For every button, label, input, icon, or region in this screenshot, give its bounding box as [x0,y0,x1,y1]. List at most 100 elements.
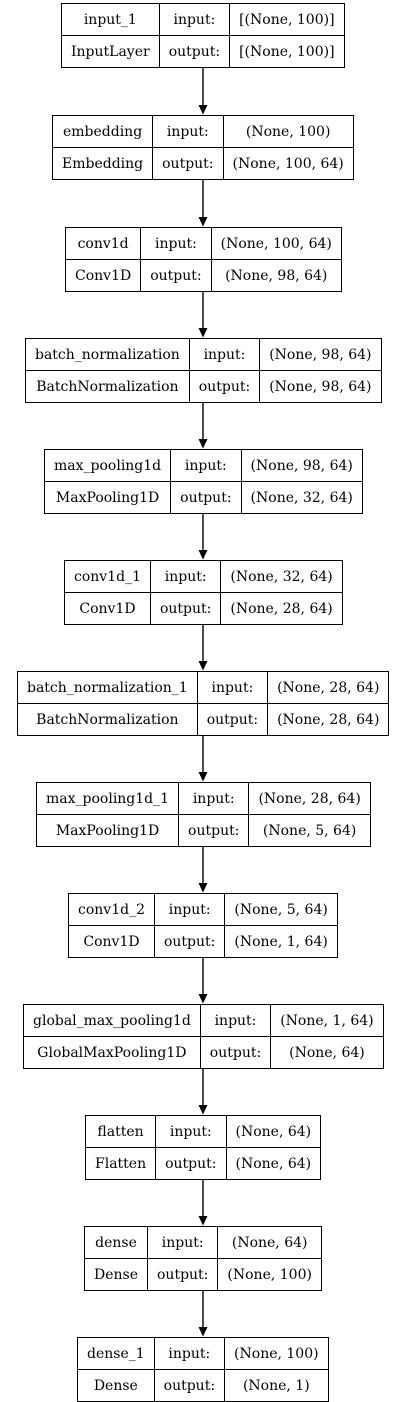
layer-type: MaxPooling1D [43,481,172,514]
output-shape: (None, 5, 64) [248,814,371,847]
output-shape: (None, 64) [225,1147,322,1180]
input-label: input: [158,3,231,36]
input-shape: (None, 64) [225,1115,322,1148]
output-shape: (None, 32, 64) [240,481,363,514]
layer-name: flatten [84,1115,157,1148]
layer-type: BatchNormalization [25,370,190,403]
output-label: output: [153,1369,226,1402]
edge-arrow [198,735,208,782]
edge-arrow [198,402,208,449]
layer-name: embedding [51,115,154,148]
output-label: output: [149,592,222,625]
input-shape: (None, 64) [217,1226,322,1259]
output-label: output: [178,814,250,847]
layer-name: batch_normalization_1 [17,671,198,704]
output-label: output: [146,1258,219,1291]
input-shape: [(None, 100)] [229,3,345,36]
output-label: output: [140,259,212,292]
input-shape: (None, 28, 64) [267,671,390,704]
layer-name: input_1 [61,3,160,36]
layer-type: Conv1D [64,592,151,625]
output-shape: (None, 100, 64) [222,147,354,180]
input-shape: (None, 98, 64) [240,449,363,482]
input-label: input: [178,782,250,815]
input-label: input: [199,1004,272,1037]
layer-name: global_max_pooling1d [23,1004,201,1037]
input-shape: (None, 100) [224,1337,329,1370]
input-label: input: [146,1226,219,1259]
input-shape: (None, 100, 64) [210,227,342,260]
layer-type: Conv1D [68,925,155,958]
edge-arrow [198,957,208,1004]
edge-arrow [198,67,208,115]
edge-arrow [198,1179,208,1226]
input-shape: (None, 100) [222,115,354,148]
output-shape: (None, 1) [224,1369,329,1402]
output-label: output: [152,147,224,180]
input-shape: (None, 98, 64) [259,338,382,371]
output-shape: (None, 64) [270,1036,384,1069]
edge-arrow [198,1068,208,1115]
output-shape: [(None, 100)] [229,35,345,68]
input-label: input: [153,893,226,926]
output-shape: (None, 98, 64) [259,370,382,403]
input-label: input: [170,449,242,482]
edge-arrow [198,513,208,560]
edge-arrow [198,179,208,227]
layer-type: Dense [77,1369,155,1402]
input-label: input: [196,671,269,704]
input-label: input: [188,338,261,371]
layer-name: batch_normalization [25,338,190,371]
input-label: input: [155,1115,227,1148]
layer-type: GlobalMaxPooling1D [23,1036,201,1069]
output-shape: (None, 1, 64) [224,925,338,958]
layer-type: Embedding [51,147,154,180]
edge-arrow [198,291,208,338]
output-label: output: [199,1036,272,1069]
output-label: output: [196,703,269,736]
input-label: input: [149,560,222,593]
input-shape: (None, 32, 64) [220,560,343,593]
output-label: output: [153,925,226,958]
input-label: input: [152,115,224,148]
output-shape: (None, 28, 64) [267,703,390,736]
layer-name: dense_1 [77,1337,155,1370]
output-label: output: [158,35,231,68]
layer-type: Flatten [84,1147,157,1180]
input-shape: (None, 1, 64) [270,1004,384,1037]
layer-type: Dense [84,1258,148,1291]
input-label: input: [153,1337,226,1370]
output-label: output: [188,370,261,403]
layer-name: max_pooling1d_1 [35,782,180,815]
output-label: output: [170,481,242,514]
layer-name: conv1d_2 [68,893,155,926]
layer-type: InputLayer [61,35,160,68]
layer-name: max_pooling1d [43,449,172,482]
layer-name: conv1d [64,227,142,260]
input-label: input: [140,227,212,260]
output-shape: (None, 100) [217,1258,322,1291]
layer-name: conv1d_1 [64,560,151,593]
